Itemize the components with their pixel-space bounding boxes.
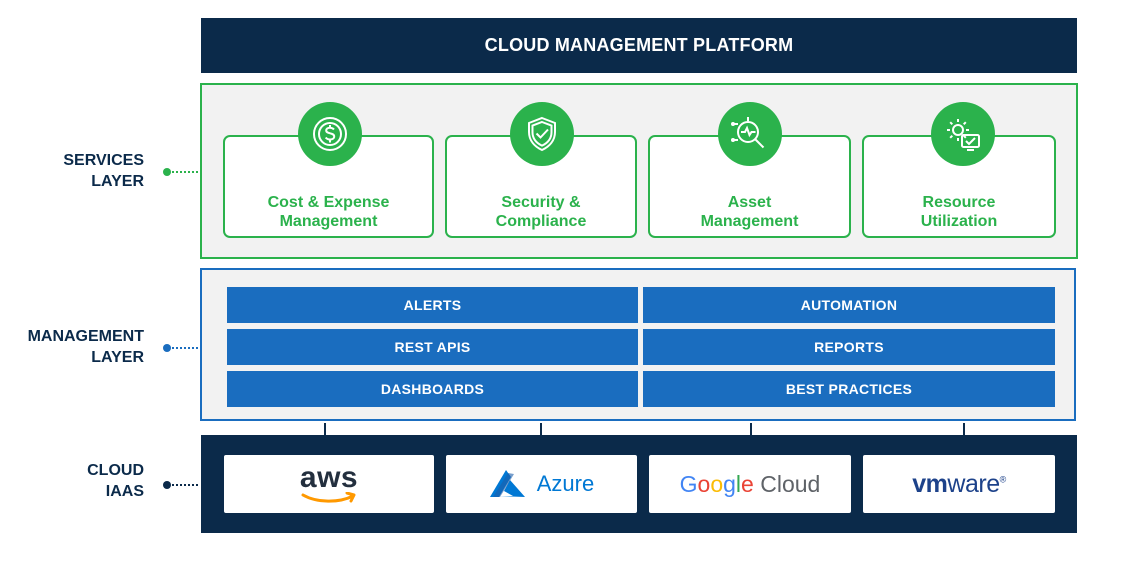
vmware-card[interactable]: vmware® <box>863 455 1055 513</box>
connector-tick <box>963 423 965 435</box>
management-layer-connector <box>172 347 198 349</box>
platform-title: CLOUD MANAGEMENT PLATFORM <box>484 35 794 55</box>
services-layer-label: SERVICES LAYER <box>63 152 144 190</box>
google-cloud-card[interactable]: Google Cloud <box>649 455 851 513</box>
asset-search-icon <box>718 102 782 166</box>
google-cloud-wordmark: Google Cloud <box>679 470 821 497</box>
aws-card[interactable]: aws <box>224 455 434 513</box>
azure-logo-icon <box>489 470 525 497</box>
service-title: Resource Utilization <box>920 194 998 230</box>
gear-monitor-icon <box>931 102 995 166</box>
alerts-button[interactable]: ALERTS <box>227 287 638 323</box>
cloud-layer-connector <box>172 484 198 486</box>
cloud-layer-label: CLOUD IAAS <box>87 462 144 500</box>
best-practices-button[interactable]: BEST PRACTICES <box>643 371 1055 407</box>
platform-title-bar: CLOUD MANAGEMENT PLATFORM <box>201 18 1077 73</box>
service-title: Asset Management <box>700 194 799 230</box>
management-layer-label: MANAGEMENT LAYER <box>27 328 144 366</box>
cloud-layer-dot <box>163 481 171 489</box>
aws-smile-icon <box>301 492 356 503</box>
connector-tick <box>540 423 542 435</box>
vmware-wordmark: vmware® <box>912 469 1006 498</box>
reports-button[interactable]: REPORTS <box>643 329 1055 365</box>
service-title: Security & Compliance <box>495 194 587 230</box>
azure-card[interactable]: Azure <box>446 455 637 513</box>
dashboards-button[interactable]: DASHBOARDS <box>227 371 638 407</box>
management-layer-dot <box>163 344 171 352</box>
aws-logo: aws <box>300 463 358 504</box>
service-title: Cost & Expense Management <box>267 194 390 230</box>
azure-wordmark: Azure <box>536 471 595 496</box>
connector-tick <box>324 423 326 435</box>
dollar-coin-icon <box>298 102 362 166</box>
services-layer-connector <box>172 171 198 173</box>
connector-tick <box>750 423 752 435</box>
automation-button[interactable]: AUTOMATION <box>643 287 1055 323</box>
rest-apis-button[interactable]: REST APIS <box>227 329 638 365</box>
services-layer-dot <box>163 168 171 176</box>
shield-check-icon <box>510 102 574 166</box>
